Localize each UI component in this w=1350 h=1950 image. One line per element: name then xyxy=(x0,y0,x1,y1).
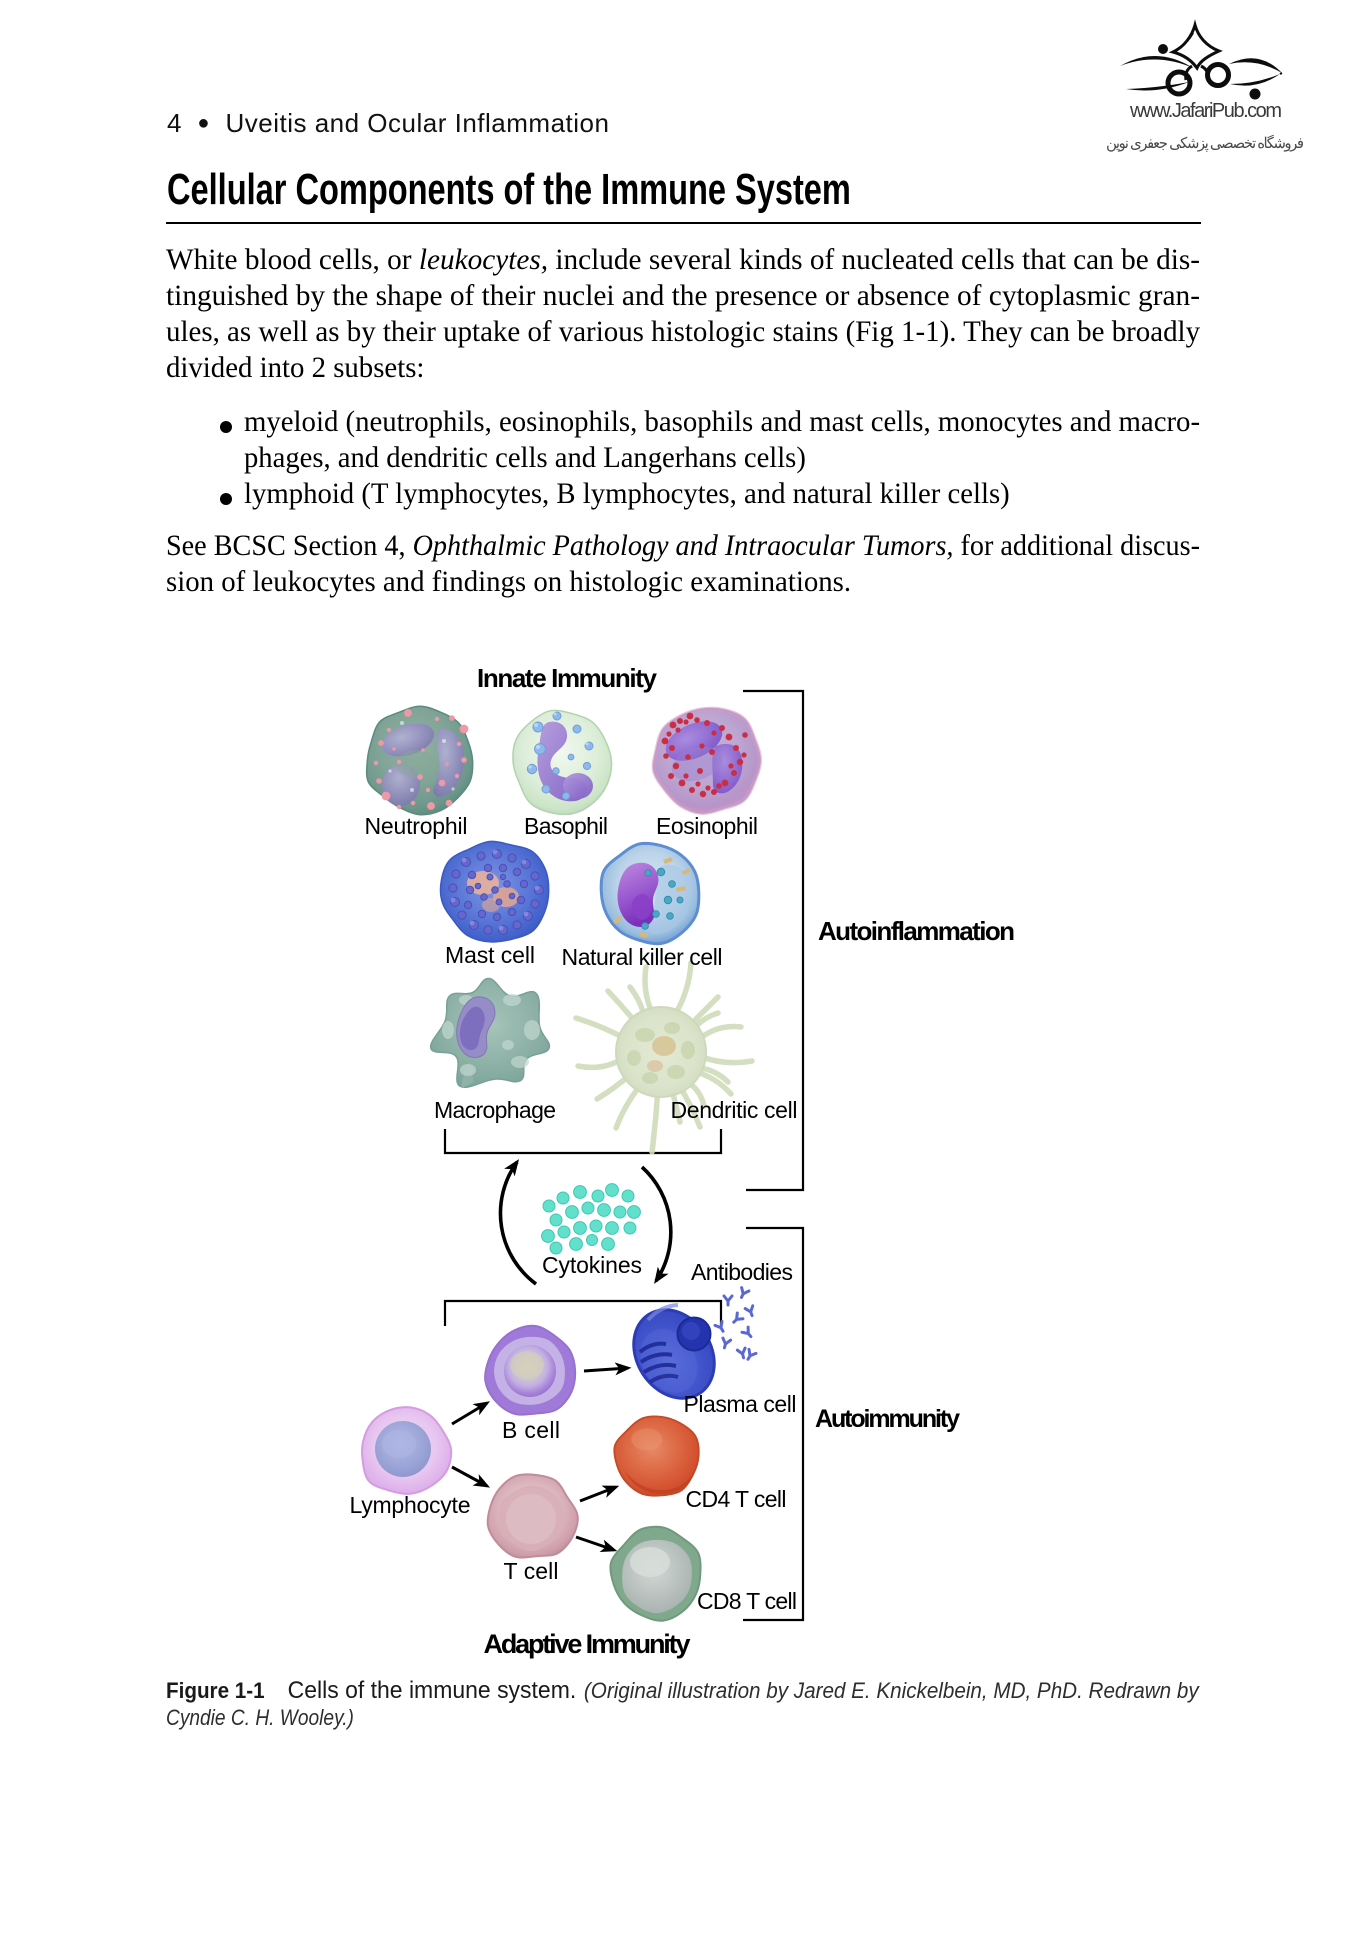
svg-text:Antibodies: Antibodies xyxy=(691,1259,793,1285)
svg-text:Adaptive Immunity: Adaptive Immunity xyxy=(484,1629,691,1659)
svg-text:Macrophage: Macrophage xyxy=(434,1097,556,1123)
svg-text:Neutrophil: Neutrophil xyxy=(365,813,468,839)
svg-text:فروشگاه تخصصی پزشکی جعفری نوین: فروشگاه تخصصی پزشکی جعفری نوین xyxy=(1106,134,1304,152)
svg-text:Autoimmunity: Autoimmunity xyxy=(815,1405,960,1433)
svg-text:Autoinflammation: Autoinflammation xyxy=(818,916,1015,946)
svg-text:B cell: B cell xyxy=(502,1417,560,1443)
svg-text:CD4 T cell: CD4 T cell xyxy=(686,1486,787,1512)
svg-text:Mast cell: Mast cell xyxy=(445,942,535,968)
svg-text:Innate Immunity: Innate Immunity xyxy=(477,663,658,693)
svg-text:www.JafariPub.com: www.JafariPub.com xyxy=(1129,100,1282,122)
svg-text:Basophil: Basophil xyxy=(524,813,608,839)
svg-text:T cell: T cell xyxy=(504,1558,559,1584)
svg-text:Plasma cell: Plasma cell xyxy=(684,1391,797,1417)
svg-text:Cytokines: Cytokines xyxy=(542,1252,642,1278)
svg-text:CD8 T cell: CD8 T cell xyxy=(697,1588,797,1614)
svg-text:Lymphocyte: Lymphocyte xyxy=(350,1492,471,1518)
svg-text:Natural killer cell: Natural killer cell xyxy=(562,944,723,970)
svg-text:Dendritic cell: Dendritic cell xyxy=(671,1097,798,1123)
svg-text:Eosinophil: Eosinophil xyxy=(656,813,758,839)
